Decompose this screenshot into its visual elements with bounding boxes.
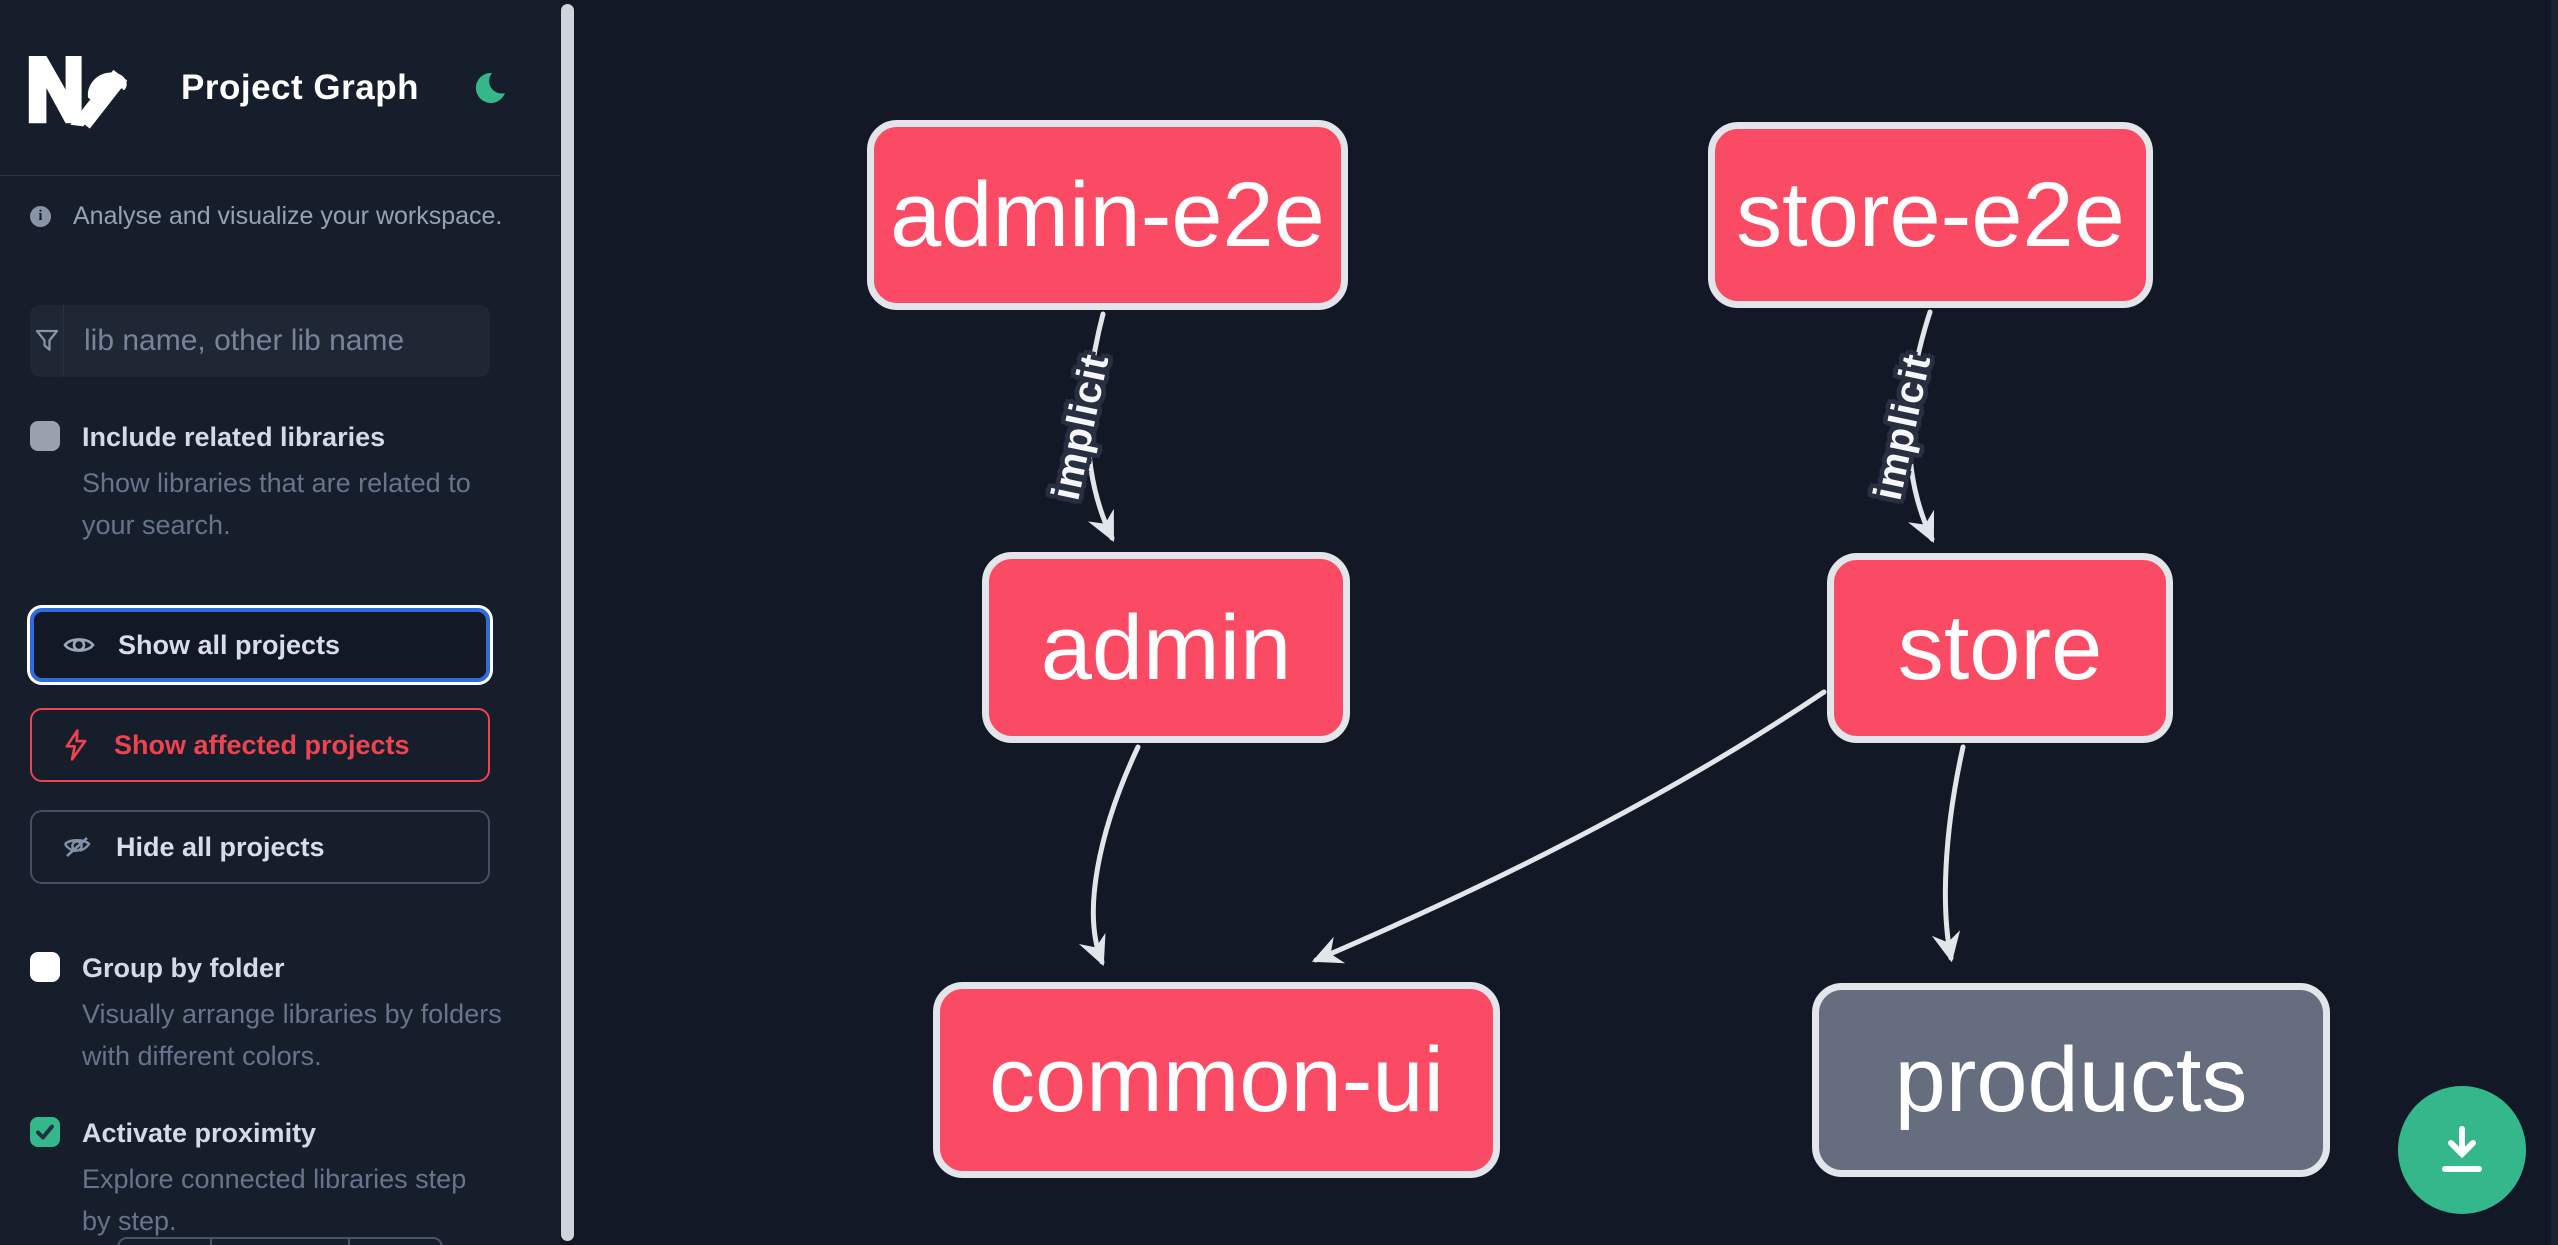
- option-label: Group by folder: [82, 953, 285, 983]
- option-description: Visually arrange libraries by folders wi…: [82, 999, 502, 1071]
- proximity-depth-stepper[interactable]: [117, 1237, 443, 1245]
- sidebar-body: i Analyse and visualize your workspace. …: [0, 202, 560, 1242]
- stepper-decrement[interactable]: [119, 1239, 212, 1245]
- option-activate-proximity: Activate proximity Explore connected lib…: [30, 1115, 530, 1242]
- show-all-projects-button[interactable]: Show all projects: [30, 608, 490, 682]
- graph-node-store[interactable]: store: [1827, 553, 2173, 743]
- stepper-value: [212, 1239, 350, 1245]
- library-filter-searchbox: [30, 305, 490, 377]
- download-icon: [2442, 1126, 2482, 1172]
- option-label: Include related libraries: [82, 422, 386, 452]
- sidebar-header: Project Graph: [0, 0, 560, 176]
- filter-funnel-icon: [30, 305, 64, 377]
- info-icon: i: [30, 206, 51, 227]
- download-image-button[interactable]: [2398, 1086, 2526, 1214]
- node-label: admin: [1040, 596, 1292, 699]
- node-label: store: [1897, 597, 2103, 699]
- option-description: Show libraries that are related to your …: [82, 468, 471, 540]
- option-label: Activate proximity: [82, 1118, 317, 1148]
- include-related-checkbox[interactable]: [30, 421, 60, 451]
- bolt-icon: [65, 729, 87, 761]
- graph-node-common-ui[interactable]: common-ui: [933, 982, 1500, 1178]
- stepper-increment[interactable]: [350, 1239, 441, 1245]
- checkmark-icon: [36, 1124, 54, 1140]
- graph-node-admin[interactable]: admin: [982, 552, 1350, 743]
- moon-icon[interactable]: [472, 71, 506, 105]
- option-group-by-folder: Group by folder Visually arrange librari…: [30, 950, 530, 1077]
- button-label: Hide all projects: [116, 831, 325, 862]
- option-description: Explore connected libraries step by step…: [82, 1164, 467, 1236]
- workspace-tagline-row: i Analyse and visualize your workspace.: [30, 202, 530, 231]
- group-by-folder-checkbox[interactable]: [30, 952, 60, 982]
- edge-store-e2e-to-store: [1906, 309, 1935, 544]
- canvas-right-gutter: [2551, 0, 2558, 1245]
- eye-icon: [63, 638, 95, 652]
- activate-proximity-checkbox[interactable]: [30, 1117, 60, 1147]
- workspace-tagline: Analyse and visualize your workspace.: [73, 202, 503, 230]
- node-label: products: [1894, 1029, 2248, 1131]
- hide-all-projects-button[interactable]: Hide all projects: [30, 810, 490, 884]
- option-include-related: Include related libraries Show libraries…: [30, 419, 530, 546]
- search-input[interactable]: [64, 305, 490, 377]
- show-affected-projects-button[interactable]: Show affected projects: [30, 708, 490, 782]
- eye-off-icon: [63, 837, 91, 857]
- node-label: store-e2e: [1736, 164, 2125, 266]
- graph-node-products[interactable]: products: [1812, 983, 2330, 1177]
- sidebar-scrollbar[interactable]: [561, 4, 574, 1241]
- graph-node-store-e2e[interactable]: store-e2e: [1708, 122, 2153, 308]
- page-title: Project Graph: [181, 67, 419, 107]
- sidebar: Project Graph i Analyse and visualize yo…: [0, 0, 560, 1245]
- edge-admin-e2e-to-admin: [1085, 311, 1115, 543]
- edge-admin-to-common-ui: [1078, 744, 1141, 967]
- node-label: admin-e2e: [890, 164, 1325, 266]
- edge-store-to-common-ui: [1311, 689, 1827, 964]
- node-label: common-ui: [988, 1029, 1444, 1131]
- button-label: Show affected projects: [114, 729, 410, 760]
- button-label: Show all projects: [118, 629, 341, 660]
- edge-store-to-products: [1931, 744, 1966, 963]
- graph-node-admin-e2e[interactable]: admin-e2e: [867, 120, 1348, 310]
- nx-logo: [28, 55, 128, 129]
